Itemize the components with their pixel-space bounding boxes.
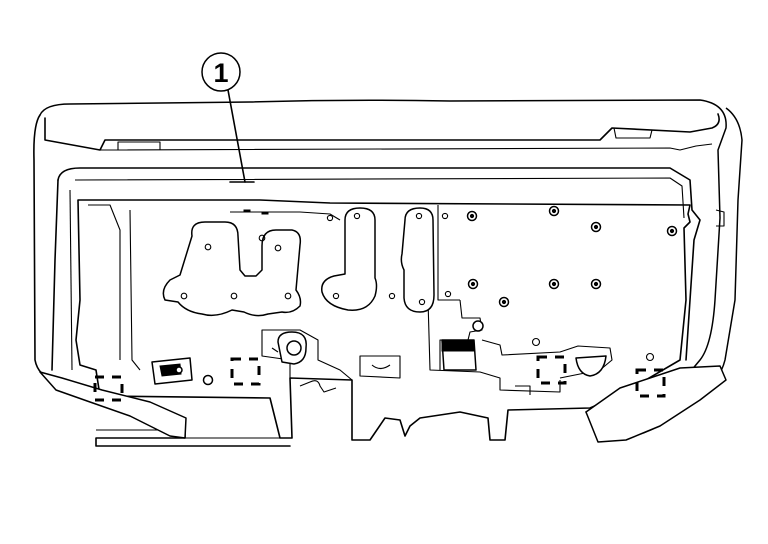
left-bracket — [162, 209, 341, 317]
callout-label: 1 — [213, 58, 228, 88]
callout-circle — [201, 52, 241, 92]
clip-marker — [230, 357, 261, 386]
lower-components — [39, 331, 727, 443]
clip-marker — [536, 355, 567, 385]
middle-strips — [321, 207, 435, 313]
clip-marker — [635, 368, 666, 398]
callout-1: 1 — [201, 52, 255, 183]
clip-marker — [93, 375, 124, 402]
right-plate — [437, 205, 678, 362]
clip-locations — [93, 355, 666, 402]
